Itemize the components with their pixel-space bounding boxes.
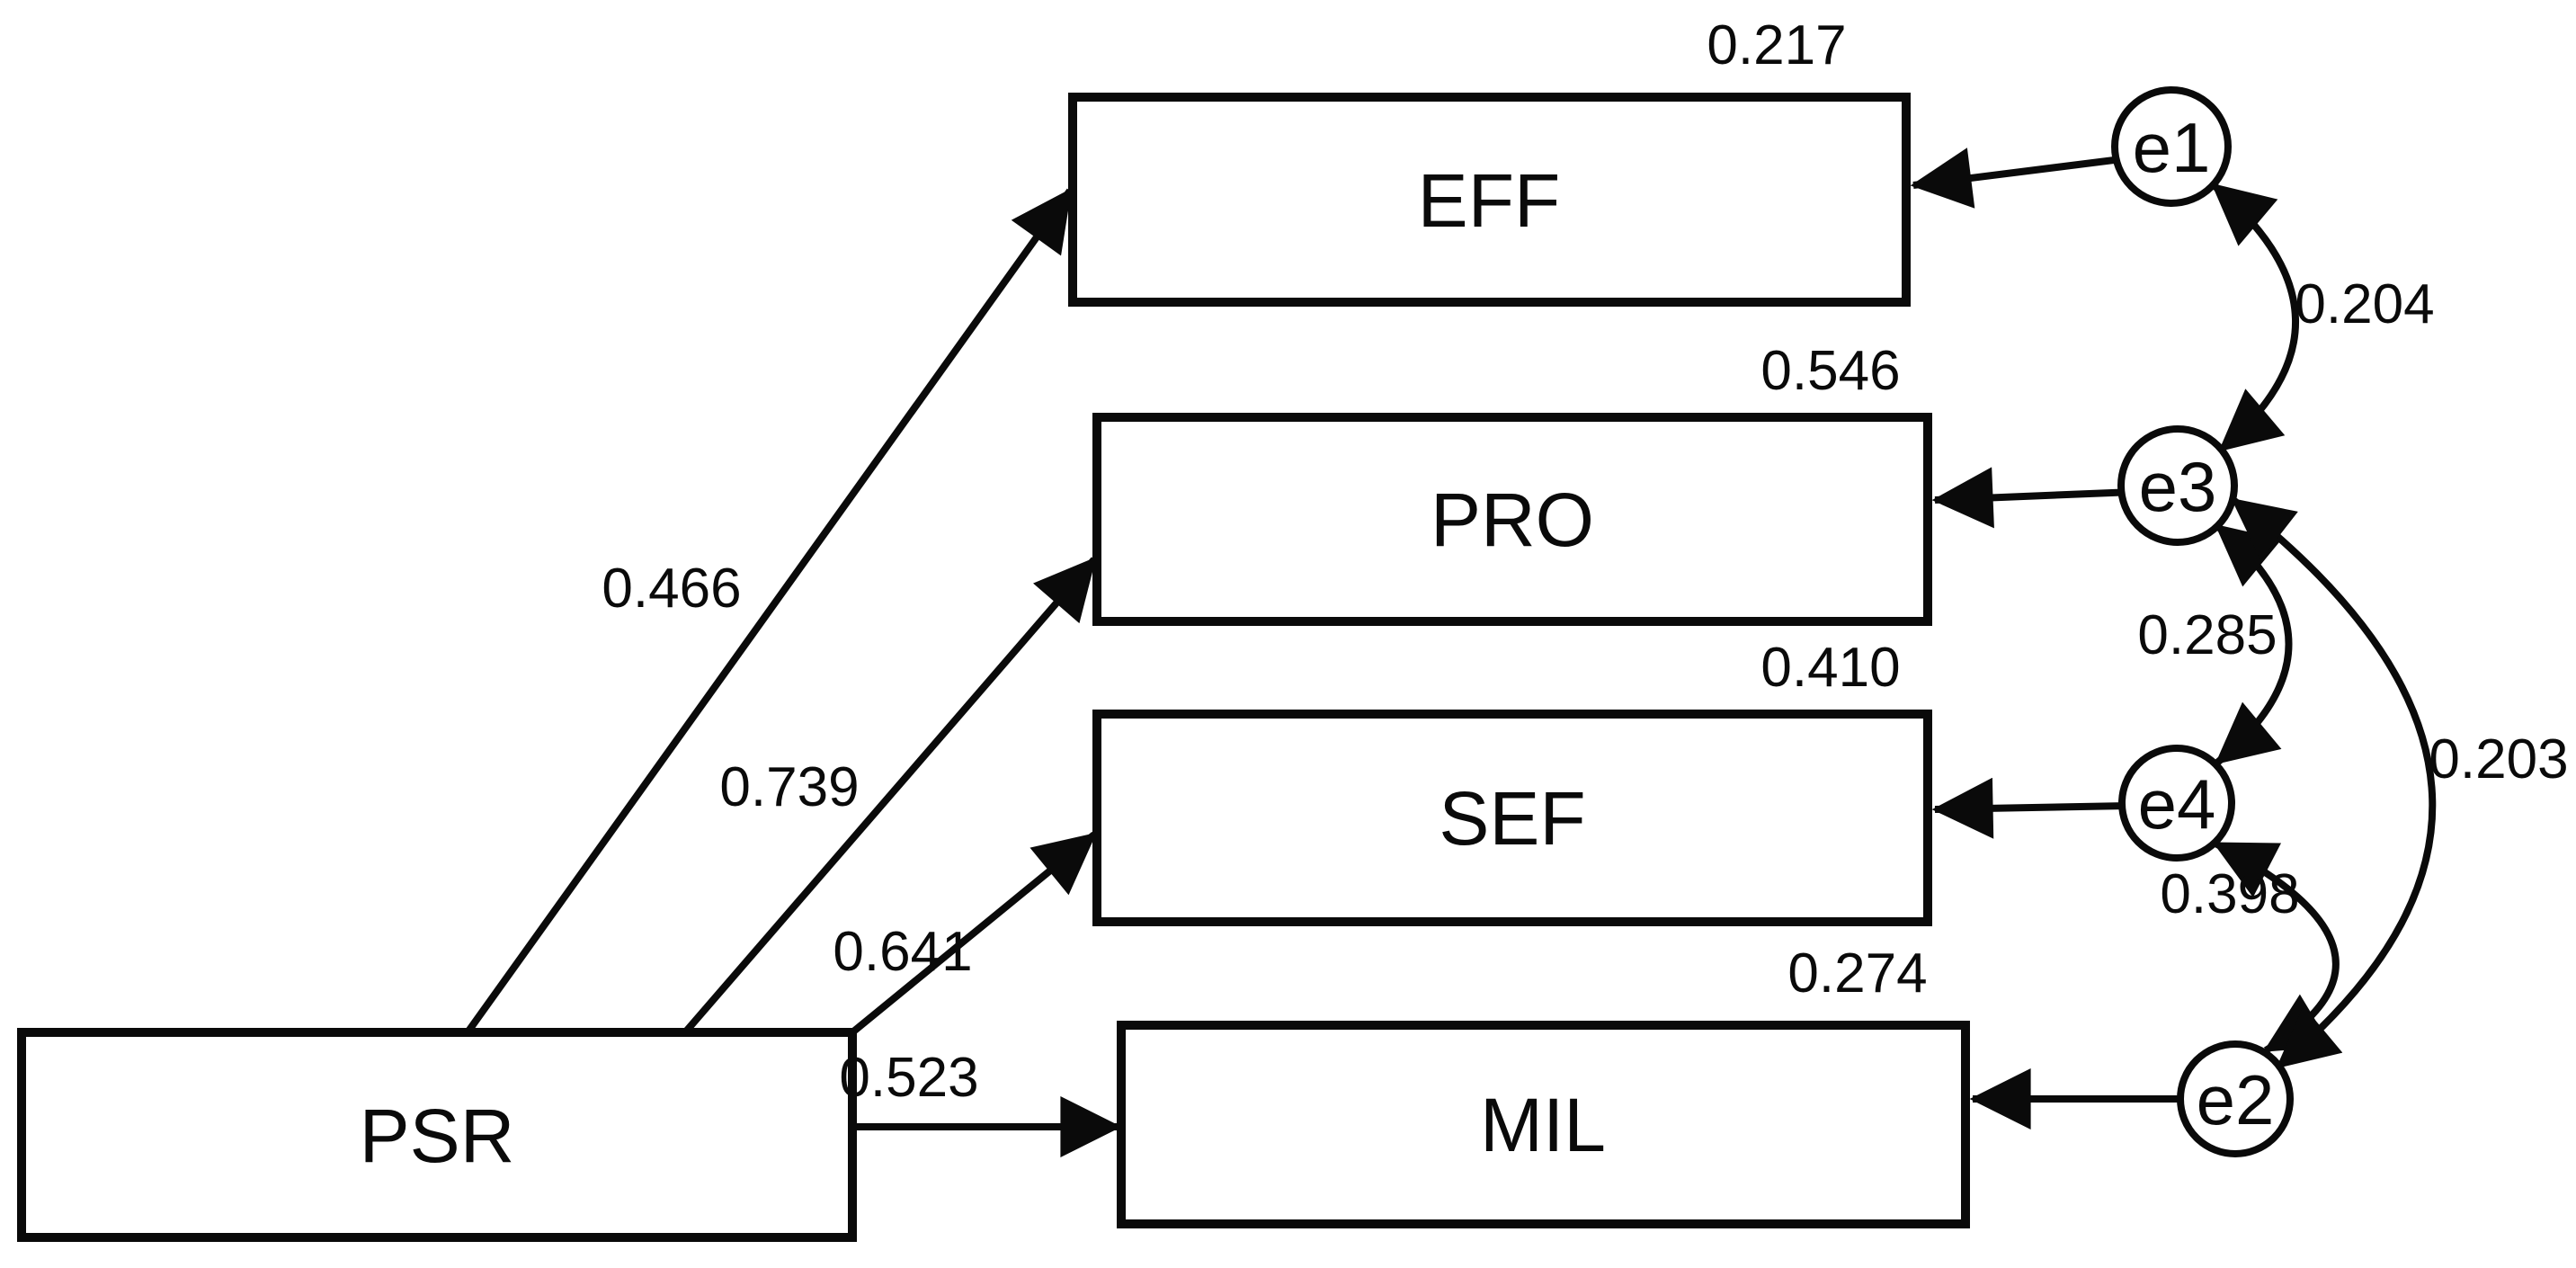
sef-box-label: SEF (1439, 776, 1585, 861)
covariance-curve-e3-e2 (2231, 496, 2437, 1070)
e4-label: e4 (2138, 764, 2216, 844)
e2-label: e2 (2197, 1060, 2275, 1139)
coef-psr-mil-label: 0.523 (839, 1047, 978, 1109)
e2-circle (2177, 1040, 2294, 1157)
mil-box (1117, 1021, 1970, 1228)
e1-label: e1 (2133, 108, 2211, 187)
cov-e3-e4-label: 0.285 (2137, 604, 2277, 666)
eff-box-label: EFF (1418, 158, 1561, 243)
path-coefficient-labels: 0.466 0.739 0.641 0.523 (602, 558, 978, 1109)
eff-box (1068, 93, 1911, 307)
cov-e1-e3-label: 0.204 (2295, 273, 2434, 335)
error-term-labels: e1 e3 e4 e2 (2133, 108, 2275, 1139)
pro-box-label: PRO (1431, 478, 1594, 562)
psr-box-label: PSR (360, 1094, 515, 1178)
pro-r2-label: 0.546 (1760, 340, 1900, 402)
arrow-psr-to-pro (682, 557, 1098, 1035)
structural-path-arrows (464, 188, 1122, 1157)
cov-e3-e2-label: 0.203 (2429, 728, 2568, 790)
sef-box (1092, 710, 1932, 926)
error-term-circles (2111, 86, 2294, 1157)
variable-boxes (17, 93, 1970, 1242)
e4-circle (2118, 745, 2235, 862)
coef-psr-pro-label: 0.739 (719, 756, 859, 818)
error-covariance-curves (2211, 182, 2437, 1070)
cov-e4-e2-label: 0.398 (2160, 863, 2299, 925)
arrow-psr-to-eff (464, 188, 1074, 1035)
coef-psr-sef-label: 0.641 (833, 921, 972, 983)
mil-r2-label: 0.274 (1787, 942, 1927, 1005)
eff-r2-label: 0.217 (1707, 14, 1846, 76)
coef-psr-eff-label: 0.466 (602, 558, 741, 620)
box-labels: EFF PRO SEF MIL PSR (360, 158, 1606, 1178)
sef-r2-label: 0.410 (1760, 637, 1900, 699)
mil-box-label: MIL (1480, 1083, 1606, 1167)
r-squared-labels: 0.217 0.546 0.410 0.274 (1707, 14, 1927, 1005)
covariance-labels: 0.204 0.285 0.203 0.398 (2137, 273, 2568, 925)
arrow-psr-to-sef (850, 831, 1097, 1036)
e1-circle (2111, 86, 2232, 207)
psr-box (17, 1028, 857, 1242)
e3-label: e3 (2139, 447, 2217, 526)
e3-circle (2117, 425, 2238, 546)
covariance-curve-e1-e3 (2211, 182, 2299, 453)
pro-box (1092, 413, 1932, 626)
